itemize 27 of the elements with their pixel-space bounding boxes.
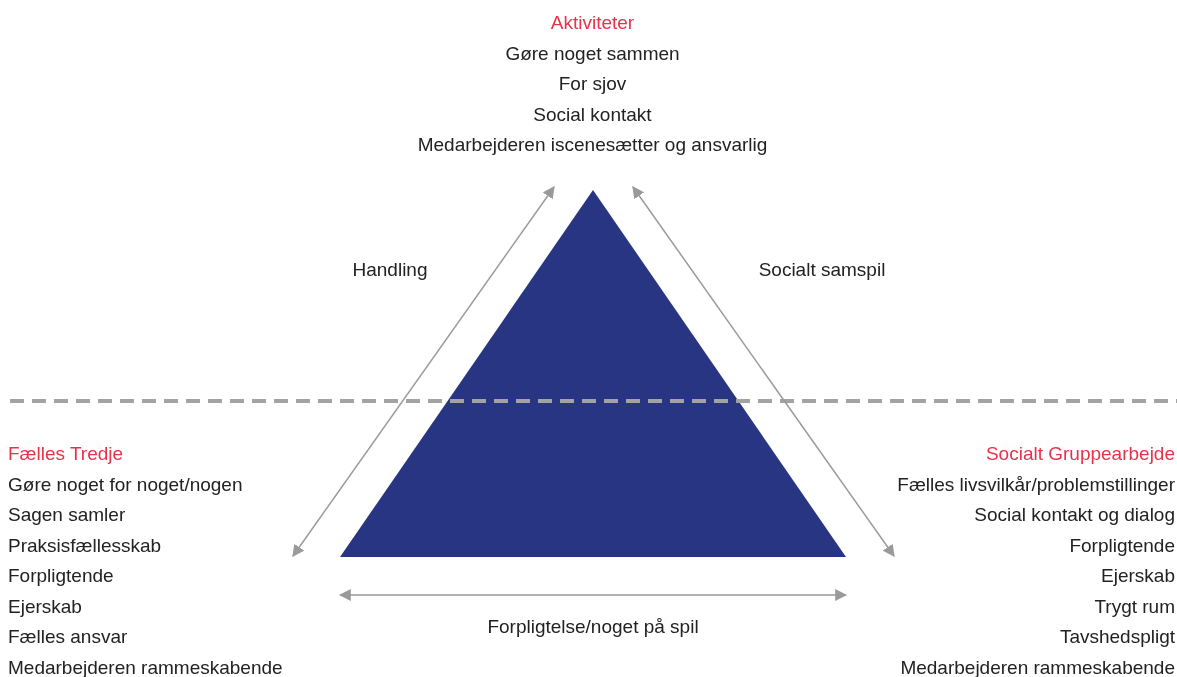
double-arrow <box>292 186 555 557</box>
list-item: Gøre noget sammen <box>504 41 681 66</box>
double-arrow <box>338 589 848 601</box>
list-item: Praksisfællesskab <box>8 533 163 558</box>
list-item: Trygt rum <box>1093 594 1175 619</box>
edge-label: Handling <box>352 259 428 281</box>
heading: Socialt Gruppearbejde <box>984 442 1175 466</box>
list-item: Sagen samler <box>8 503 127 527</box>
list-item: Ejerskab <box>1100 564 1175 588</box>
list-item: Fælles livsvilkår/problemstillinger <box>896 472 1175 497</box>
list-item: Forpligtende <box>8 564 115 588</box>
list-item: Social kontakt og dialog <box>973 503 1175 527</box>
heading: Fælles Tredje <box>8 442 125 466</box>
edge-label: Socialt samspil <box>758 259 886 281</box>
list-item: Medarbejderen iscenesætter og ansvarlig <box>416 133 769 157</box>
list-item: Social kontakt <box>532 102 653 127</box>
heading: Aktiviteter <box>549 11 636 35</box>
list-item: Gøre noget for noget/nogen <box>8 472 244 497</box>
list-item: Medarbejderen rammeskabende <box>8 655 284 677</box>
edge-label: Forpligtelse/noget på spil <box>487 616 699 638</box>
list-item: Ejerskab <box>8 594 83 619</box>
list-item: Forpligtende <box>1068 533 1175 558</box>
list-item: Medarbejderen rammeskabende <box>899 655 1175 677</box>
list-item: Tavshedspligt <box>1058 625 1175 649</box>
double-arrow <box>632 186 895 557</box>
list-item: Fælles ansvar <box>8 625 129 649</box>
list-item: For sjov <box>557 72 628 96</box>
